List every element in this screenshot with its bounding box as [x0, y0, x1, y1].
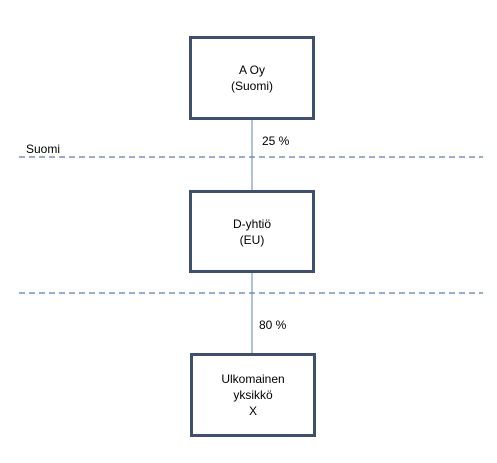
region-label-suomi: Suomi [26, 142, 61, 156]
entity-country: (Suomi) [230, 79, 273, 93]
entity-name: D-yhtiö [232, 216, 271, 231]
entity-name-line1: Ulkomainen [221, 372, 285, 386]
entity-country: (EU) [239, 232, 265, 247]
entity-box-a-oy: A Oy (Suomi) [189, 36, 315, 120]
entity-name: A Oy [238, 63, 265, 77]
ownership-percentage-a-d: 25 % [262, 134, 290, 148]
ownership-percentage-d-x: 80 % [259, 318, 287, 332]
entity-box-d-yhtio: D-yhtiö (EU) [189, 190, 315, 273]
entity-box-ulkomainen-yksikko: Ulkomainen yksikkö X [190, 353, 316, 437]
entity-name-line3: X [248, 404, 257, 418]
entity-name-line2: yksikkö [233, 388, 273, 402]
